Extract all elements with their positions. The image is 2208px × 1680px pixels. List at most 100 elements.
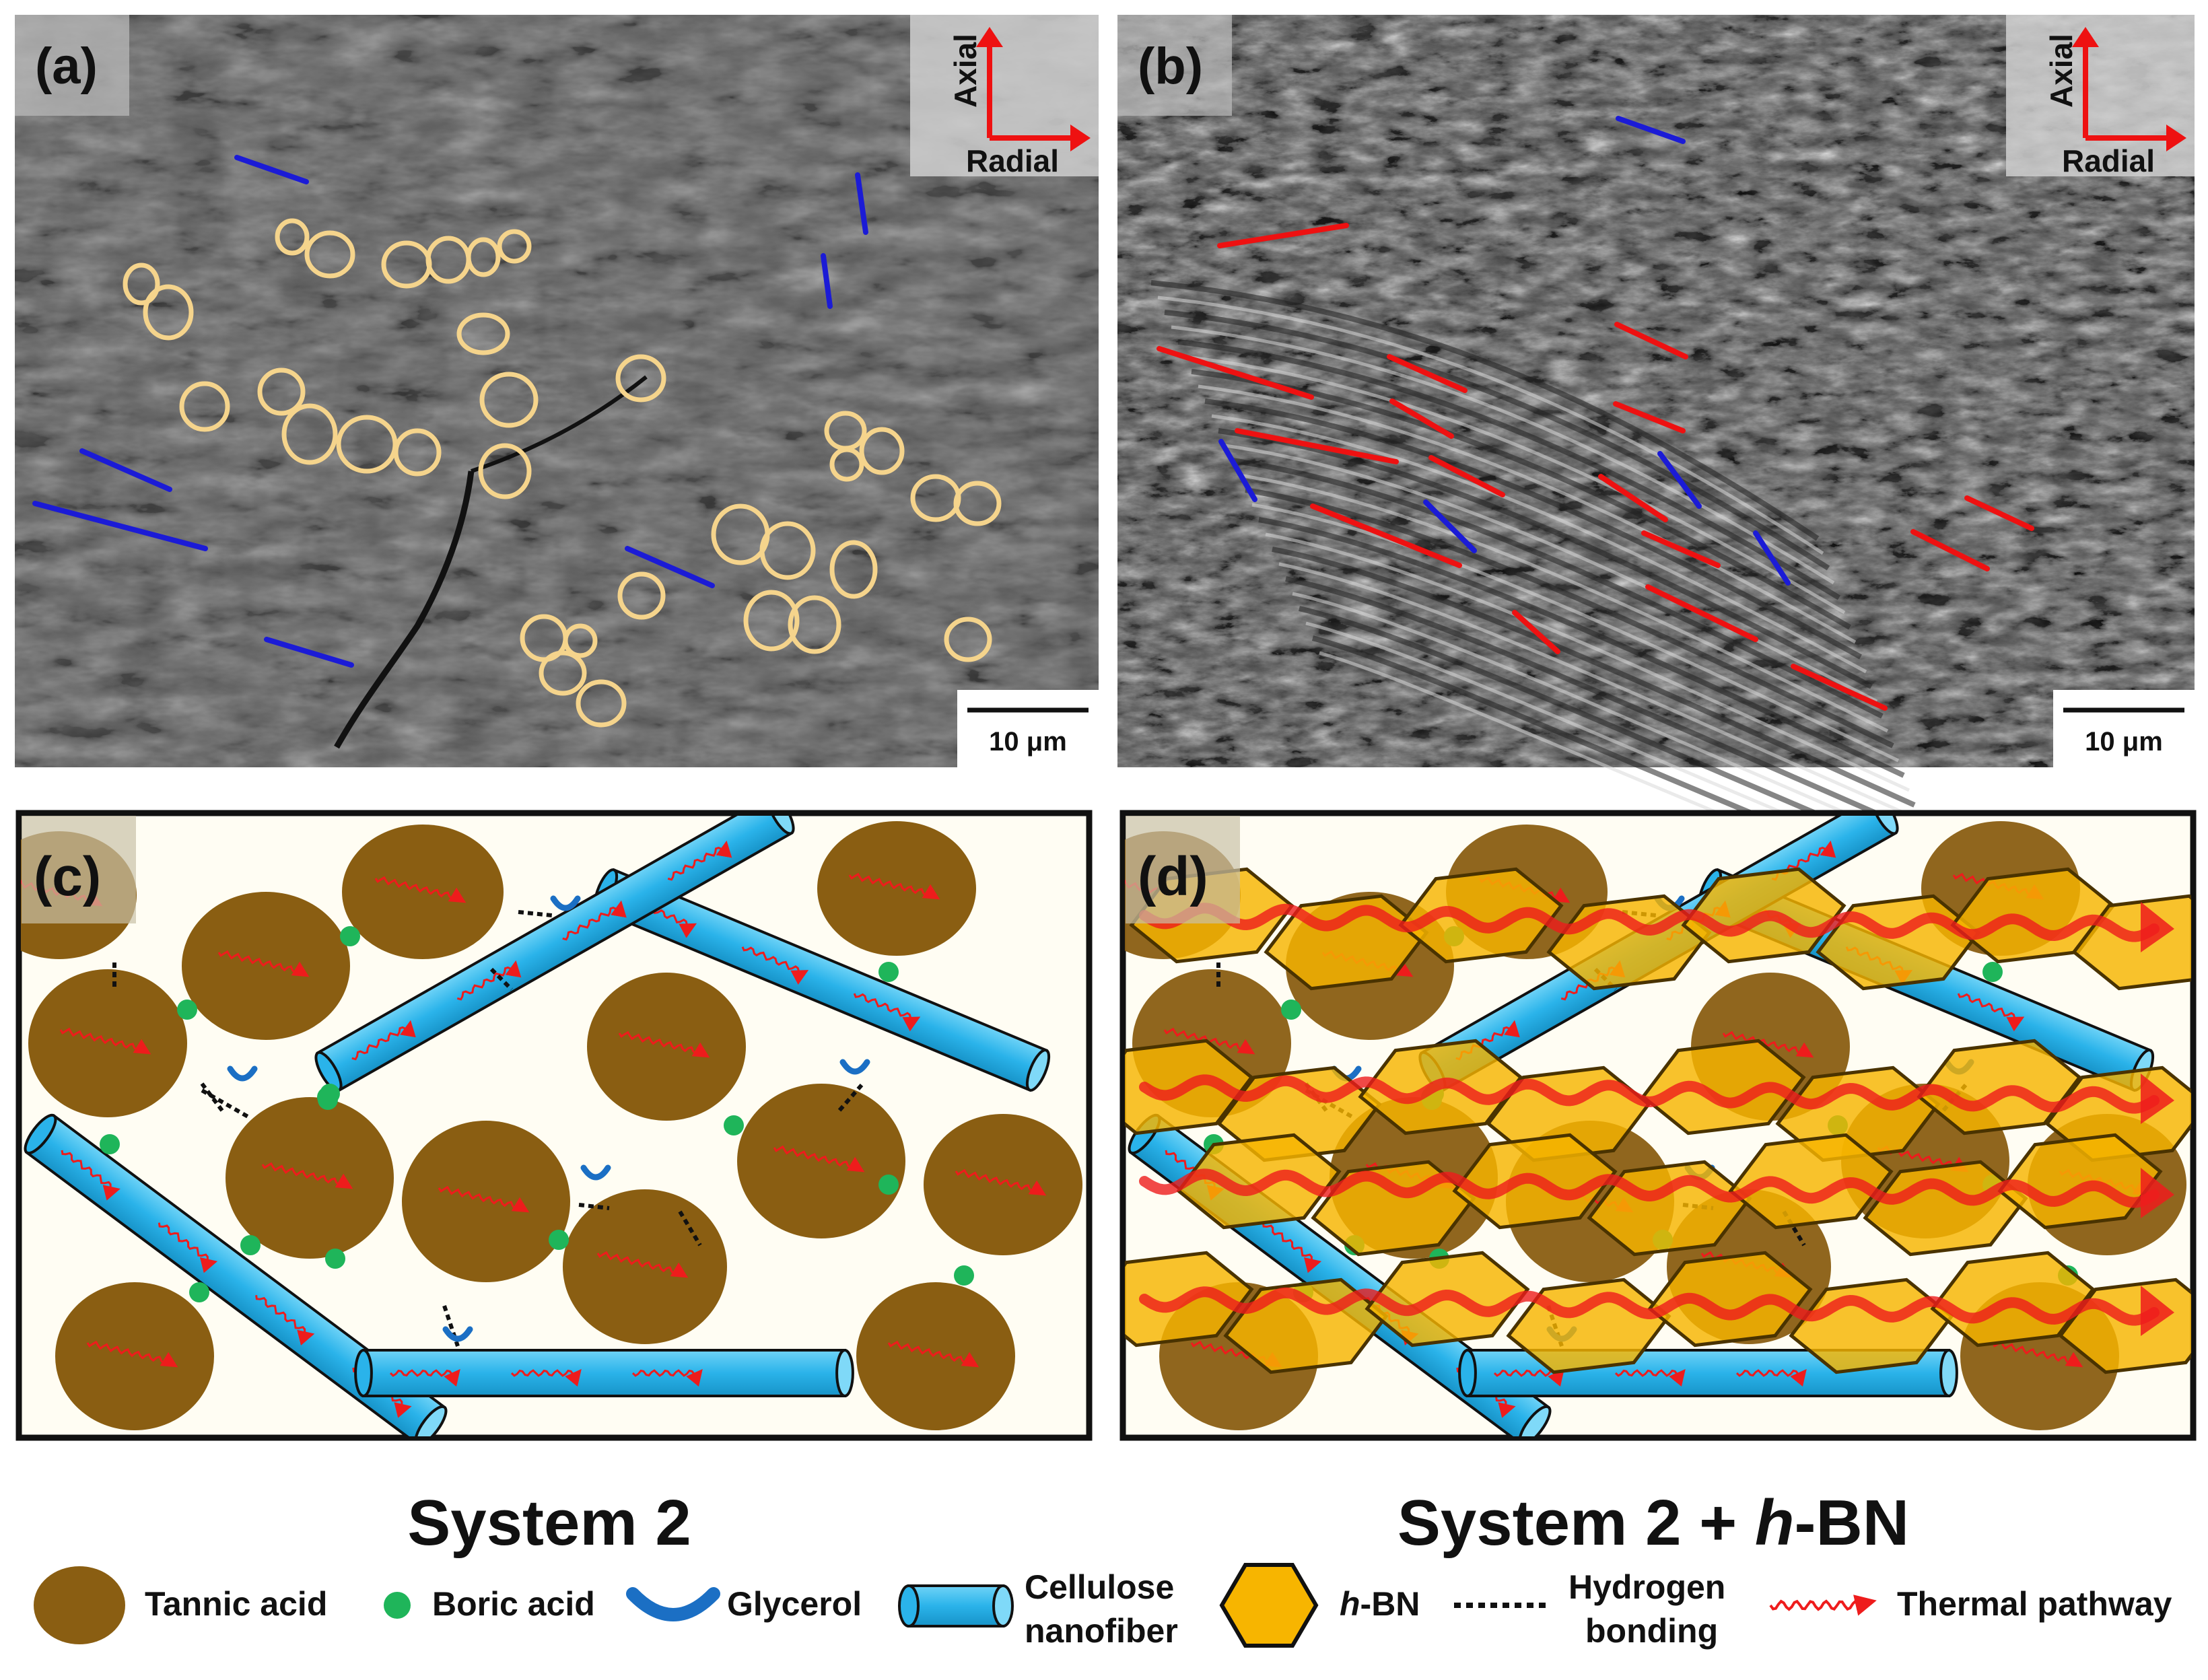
- axis-label-radial-a: Radial: [966, 143, 1059, 178]
- layer-line: [1184, 355, 1846, 615]
- legend-tannic-acid-icon: [34, 1566, 125, 1644]
- circle-mark: [743, 590, 800, 652]
- fiber-end: [835, 1349, 854, 1397]
- scale-bar-text-b: 10 μm: [2085, 727, 2163, 757]
- circle-mark: [829, 540, 878, 599]
- hbn-platelet: [1997, 1133, 2163, 1230]
- red-mark: [1614, 322, 1688, 359]
- cellulose-nanofiber: [354, 1349, 854, 1397]
- hbn-platelet: [1917, 1039, 2082, 1135]
- circle-mark: [479, 372, 539, 428]
- circle-mark: [617, 571, 666, 620]
- legend-hbond-line1: Hydrogen: [1568, 1568, 1725, 1606]
- tannic-acid-particle: [737, 1084, 905, 1238]
- red-mark: [1910, 529, 1990, 571]
- boric-acid-dot: [340, 926, 360, 946]
- circle-mark: [788, 595, 841, 654]
- hydrogen-bond: [578, 1203, 610, 1210]
- layer-line: [1211, 414, 1867, 674]
- thermal-arrow: [596, 1251, 689, 1278]
- layer-line: [1198, 384, 1857, 644]
- layer-line: [1272, 547, 1916, 808]
- legend-thermal: Thermal pathway: [1897, 1585, 2172, 1623]
- hbn-platelet: [1728, 1133, 1894, 1230]
- thermal-arrow: [848, 872, 940, 900]
- panel-label-d: (d): [1138, 846, 1208, 907]
- thermal-arrow: [389, 1368, 460, 1387]
- layer-line: [1258, 517, 1905, 778]
- red-mark: [1641, 530, 1721, 568]
- blue-mark: [1753, 530, 1791, 586]
- fiber-end: [1939, 1349, 1958, 1397]
- thermal-arrow: [1991, 1340, 2083, 1368]
- boric-acid-dot: [318, 1090, 338, 1110]
- glycerol-link: [227, 1065, 258, 1082]
- boric-acid-dot: [724, 1115, 744, 1135]
- red-mark: [1791, 664, 1888, 711]
- crack-a: [334, 470, 475, 749]
- fiber-end: [414, 1405, 448, 1436]
- blue-mark: [1657, 451, 1702, 509]
- thermal-arrow: [158, 1222, 218, 1273]
- red-mark: [1389, 398, 1454, 439]
- hydrogen-bond: [442, 1305, 460, 1347]
- axis-indicator-a: [910, 15, 1099, 176]
- thermal-pathway-head: [2141, 902, 2174, 952]
- layer-line: [1157, 295, 1824, 555]
- boric-acid-dot: [1281, 1000, 1301, 1020]
- axis-label-axial-a: Axial: [948, 34, 983, 108]
- panel-d: (d): [1119, 810, 2197, 1441]
- title-system-2-hbn: System 2 + h-BN: [1398, 1487, 1909, 1559]
- thermal-arrow: [667, 840, 732, 881]
- legend-hbn-icon: [1219, 1563, 1319, 1648]
- boric-acid-dot: [325, 1249, 345, 1269]
- legend-glycerol: Glycerol: [727, 1585, 862, 1623]
- fiber-end: [24, 1113, 57, 1155]
- circle-mark: [859, 427, 905, 475]
- circle-mark: [257, 368, 306, 416]
- boric-acid-dot: [240, 1235, 261, 1255]
- layer-line: [1251, 503, 1900, 763]
- red-mark: [1157, 346, 1314, 400]
- red-mark: [1217, 223, 1349, 248]
- axis-label-axial-b: Axial: [2044, 34, 2079, 108]
- circle-mark: [615, 354, 666, 403]
- cellulose-nanofiber: [314, 816, 795, 1092]
- axis-label-radial-b: Radial: [2062, 143, 2155, 178]
- boric-acid-dot: [954, 1265, 974, 1286]
- red-mark: [1613, 401, 1686, 433]
- legend-cellulose-icon: [898, 1584, 1014, 1628]
- fiber-body: [362, 1349, 846, 1397]
- thermal-arrow: [61, 1150, 120, 1201]
- scale-bar-text-a: 10 μm: [989, 727, 1067, 757]
- glycerol-link: [550, 895, 581, 911]
- layer-line: [1177, 339, 1841, 600]
- panel-b: (b) Axial Radial 10 μm: [1117, 15, 2195, 911]
- thermal-pathway-head: [2141, 1074, 2174, 1124]
- thermal-arrow: [887, 1340, 979, 1368]
- thermal-arrow: [1262, 1222, 1322, 1273]
- tannic-acid-particle: [55, 1282, 214, 1430]
- circle-mark: [456, 312, 510, 355]
- circle-mark: [576, 679, 627, 728]
- circle-mark: [143, 284, 194, 341]
- thermal-arrow: [1722, 1030, 1814, 1058]
- thermal-arrow: [351, 1020, 416, 1061]
- schematic-d: [1125, 816, 2191, 1436]
- boric-acid-dot: [549, 1230, 569, 1250]
- thermal-arrow: [773, 1145, 865, 1172]
- layer-line: [1224, 444, 1878, 703]
- tannic-acid-particle: [563, 1189, 727, 1344]
- legend-hbn-rest: -BN: [1360, 1585, 1420, 1623]
- circle-mark: [478, 443, 532, 499]
- blue-mark: [821, 253, 833, 309]
- thermal-arrow: [374, 876, 467, 903]
- glycerol-link: [580, 1164, 611, 1181]
- tannic-acid-particle: [226, 1097, 394, 1259]
- layer-line: [1218, 428, 1873, 689]
- circle-mark: [563, 623, 598, 658]
- layer-line: [1299, 606, 1937, 867]
- red-mark: [1387, 354, 1468, 393]
- fiber-end: [1518, 1405, 1552, 1436]
